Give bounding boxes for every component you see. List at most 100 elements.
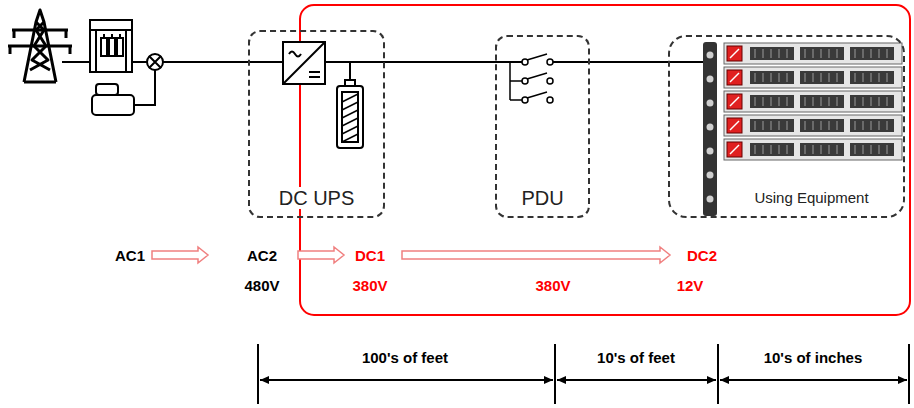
breaker-symbol — [547, 78, 553, 84]
server-unit — [850, 71, 894, 84]
transformer-symbol — [101, 38, 107, 56]
battery-symbol — [342, 92, 358, 142]
battery-symbol — [337, 86, 363, 148]
server-unit — [863, 49, 864, 58]
stage-label: DC2 — [685, 247, 719, 264]
server-unit — [779, 97, 780, 106]
dimension-line — [258, 344, 909, 404]
power-wire — [385, 61, 495, 63]
server-unit — [887, 97, 888, 106]
rectifier-symbol — [283, 42, 325, 84]
server-unit — [871, 121, 872, 130]
power-wire — [590, 61, 668, 63]
battery-symbol — [337, 62, 363, 148]
rectifier-symbol — [289, 52, 301, 57]
server-unit — [750, 95, 794, 108]
dashed-box: DC UPS — [248, 30, 385, 218]
server-unit — [730, 97, 739, 106]
server-unit — [850, 95, 894, 108]
server-unit — [813, 49, 814, 58]
server-unit — [750, 47, 794, 60]
transfer-switch — [147, 54, 163, 70]
server-unit — [850, 143, 894, 156]
transformer-symbol — [90, 20, 132, 72]
box-label: PDU — [520, 187, 564, 209]
voltage-label: 480V — [242, 277, 281, 294]
server-unit — [805, 73, 806, 82]
rectifier-symbol — [309, 72, 320, 77]
server-unit — [871, 97, 872, 106]
box-label-row: PDU — [497, 187, 588, 210]
server-unit — [837, 97, 838, 106]
transformer-symbol — [109, 38, 115, 56]
server-unit — [727, 94, 742, 109]
server-unit — [763, 121, 764, 130]
server-unit — [829, 121, 830, 130]
battery-symbol — [349, 62, 351, 80]
power-strip — [707, 172, 714, 179]
server-unit — [850, 47, 894, 60]
server-unit — [755, 49, 756, 58]
server-unit — [771, 73, 772, 82]
server-unit — [787, 73, 788, 82]
server-unit — [855, 73, 856, 82]
server-unit — [763, 73, 764, 82]
server-unit — [724, 67, 902, 88]
box-label-row: DC UPS — [250, 187, 383, 210]
power-strip — [707, 52, 714, 203]
stage-label: DC1 — [353, 247, 387, 264]
server-unit — [750, 143, 794, 156]
server-unit — [863, 145, 864, 154]
server-unit — [755, 73, 756, 82]
server-unit — [855, 97, 856, 106]
box-label: Using Equipment — [753, 189, 869, 206]
server-unit — [724, 91, 902, 112]
server-unit — [755, 145, 756, 154]
breaker-symbol — [547, 59, 553, 65]
server-unit — [727, 70, 742, 85]
server-unit — [829, 145, 830, 154]
server-unit — [821, 145, 822, 154]
flow-arrow — [152, 247, 670, 263]
server-unit — [855, 145, 856, 154]
breaker-symbol — [527, 54, 547, 60]
server-unit — [821, 49, 822, 58]
server-unit — [850, 119, 894, 132]
server-unit — [887, 145, 888, 154]
server-unit — [724, 43, 902, 64]
server-unit — [800, 71, 844, 84]
stage-label: AC2 — [245, 247, 279, 264]
box-label: DC UPS — [278, 187, 356, 209]
dimension-line — [258, 344, 909, 404]
dimension-line — [557, 379, 716, 381]
server-unit — [724, 91, 902, 112]
server-unit — [879, 73, 880, 82]
breaker-symbol — [527, 92, 547, 98]
server-unit — [879, 49, 880, 58]
flow-arrow — [298, 247, 344, 263]
server-unit — [805, 145, 806, 154]
dimension-label: 10's of feet — [595, 349, 677, 366]
server-unit — [787, 49, 788, 58]
server-unit — [724, 43, 902, 64]
dashed-box: Using Equipment — [668, 35, 905, 218]
server-unit — [863, 121, 864, 130]
server-unit — [763, 145, 764, 154]
server-unit — [755, 97, 756, 106]
server-unit — [727, 46, 742, 61]
power-strip — [707, 148, 714, 155]
power-strip — [707, 124, 714, 131]
server-unit — [871, 49, 872, 58]
server-unit — [724, 67, 902, 88]
breaker-symbol — [510, 62, 522, 100]
power-strip — [707, 100, 714, 107]
transmission-tower — [8, 10, 72, 82]
stage-label: AC1 — [113, 247, 147, 264]
server-unit — [837, 145, 838, 154]
server-unit — [800, 143, 844, 156]
voltage-label: 380V — [533, 277, 572, 294]
server-unit — [779, 49, 780, 58]
server-unit — [813, 97, 814, 106]
server-unit — [829, 49, 830, 58]
breaker-symbol — [510, 54, 553, 103]
